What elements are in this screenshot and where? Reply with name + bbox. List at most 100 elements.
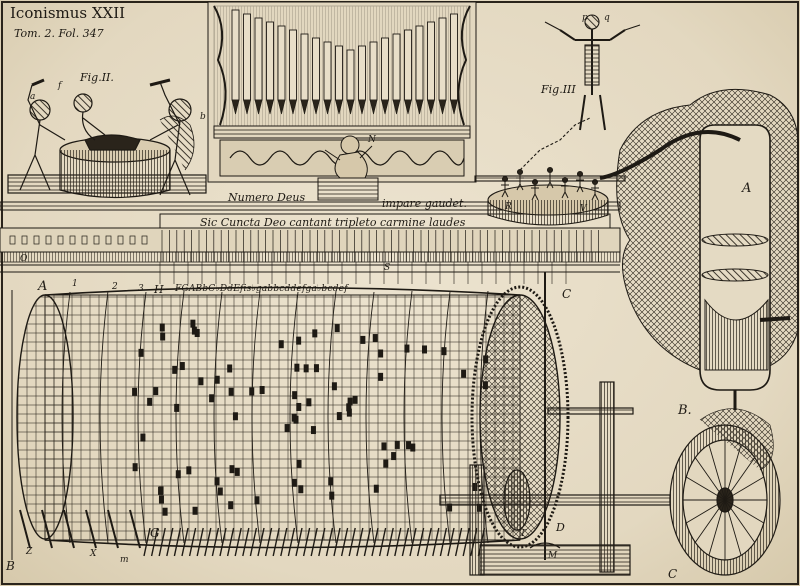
cylinder-ring <box>441 291 451 544</box>
cylinder-pin <box>296 402 302 411</box>
label-X: X <box>90 549 97 559</box>
organ-pipe <box>254 17 263 101</box>
wheel-spoke <box>685 476 726 501</box>
label-m: m <box>120 555 129 565</box>
key-lever <box>447 527 455 557</box>
cylinder-ring <box>175 290 185 544</box>
front-lever <box>85 509 97 549</box>
cylinder-pin <box>209 394 215 403</box>
cylinder-pin <box>372 334 378 343</box>
organ-pipe-mouth <box>277 99 286 115</box>
organ-pipe-mouth <box>369 99 378 115</box>
cylinder-pin <box>303 364 309 373</box>
key-lever <box>409 527 417 557</box>
label-G: G <box>150 526 160 540</box>
key-lever <box>287 527 296 557</box>
cylinder-pin <box>153 387 159 396</box>
key-lever <box>318 527 326 557</box>
cylinder-pin <box>192 506 198 515</box>
label-H: H <box>154 283 164 296</box>
cylinder-pin <box>410 443 416 452</box>
dancer-head <box>516 168 524 176</box>
label-2: 2 <box>112 282 118 292</box>
cylinder-pin <box>373 484 379 493</box>
key-lever <box>219 527 227 557</box>
blacksmiths-figure <box>7 78 207 199</box>
keyboard-slot <box>105 235 112 245</box>
label-q: q <box>604 13 610 23</box>
dancer-body <box>501 182 509 198</box>
dancer-body <box>561 183 569 199</box>
cylinder-pin <box>158 486 164 495</box>
label-3: 3 <box>138 284 144 294</box>
cylinder-pin <box>175 470 181 479</box>
cylinder-pin <box>159 323 165 332</box>
cylinder-pin <box>391 452 397 461</box>
key-lever <box>204 527 212 557</box>
cylinder-pin <box>360 335 366 344</box>
key-lever <box>249 527 258 557</box>
cylinder-pin <box>329 491 335 500</box>
organ-pipe-mouth <box>381 99 389 115</box>
cylinder-pin <box>383 459 389 468</box>
key-lever <box>264 527 273 557</box>
organ-pipe <box>335 45 343 101</box>
cylinder-ring <box>403 290 413 544</box>
key-lever <box>424 527 432 557</box>
organ-pipe-mouth <box>312 99 320 115</box>
cylinder-ring <box>365 291 375 544</box>
cylinder-pin <box>306 398 312 407</box>
front-lever <box>41 509 53 549</box>
cylinder-pin <box>328 477 334 486</box>
cylinder-pin <box>228 387 234 396</box>
keyboard-slot <box>33 235 40 245</box>
key-lever <box>333 527 341 557</box>
organ-pipe-mouth <box>335 99 343 115</box>
organ-pipe <box>346 49 355 101</box>
label-gear-C: C <box>562 287 572 301</box>
cylinder-pin <box>331 382 337 391</box>
cylinder-pin <box>162 507 168 516</box>
key-lever <box>356 527 364 557</box>
cylinder-ring <box>61 291 71 544</box>
cylinder-ring <box>251 290 261 544</box>
cylinder-pin <box>228 501 234 510</box>
label-a: a <box>30 92 36 102</box>
cylinder-pin <box>482 381 488 390</box>
cylinder-pin <box>174 403 180 412</box>
cylinder-pin <box>227 364 233 373</box>
cylinder-pin <box>334 324 340 333</box>
organ-pipe <box>243 13 251 101</box>
cylinder-pin <box>259 386 265 395</box>
cylinder-pin <box>310 426 316 435</box>
key-lever <box>242 527 250 557</box>
cylinder-pin <box>132 387 138 396</box>
cylinder-pin <box>381 442 387 451</box>
organ-pipe-mouth <box>323 99 332 115</box>
cylinder-pin <box>229 465 235 474</box>
key-lever <box>325 527 334 557</box>
label-cylinder-A: A <box>38 279 48 294</box>
label-wheel-B: B. <box>678 403 692 418</box>
gear-frame <box>439 272 671 576</box>
organ-pipe <box>392 33 401 101</box>
cylinder-pin <box>234 467 240 476</box>
label-D: D <box>556 521 565 534</box>
key-lever <box>310 527 318 557</box>
cylinder-pin <box>292 391 298 400</box>
cylinder-pin <box>232 412 238 421</box>
keyboard <box>0 201 621 273</box>
key-lever <box>302 527 311 557</box>
key-lever <box>340 527 349 557</box>
organ-pipe <box>277 25 286 101</box>
label-Z: Z <box>26 547 33 557</box>
putto-figure <box>317 135 379 201</box>
cylinder-pin <box>394 440 400 449</box>
wheel-spoke <box>708 499 726 556</box>
key-lever <box>257 527 265 557</box>
organ-pipe-mouth <box>243 99 251 115</box>
cylinder-pin <box>147 397 153 406</box>
label-left-B: B <box>6 559 15 573</box>
